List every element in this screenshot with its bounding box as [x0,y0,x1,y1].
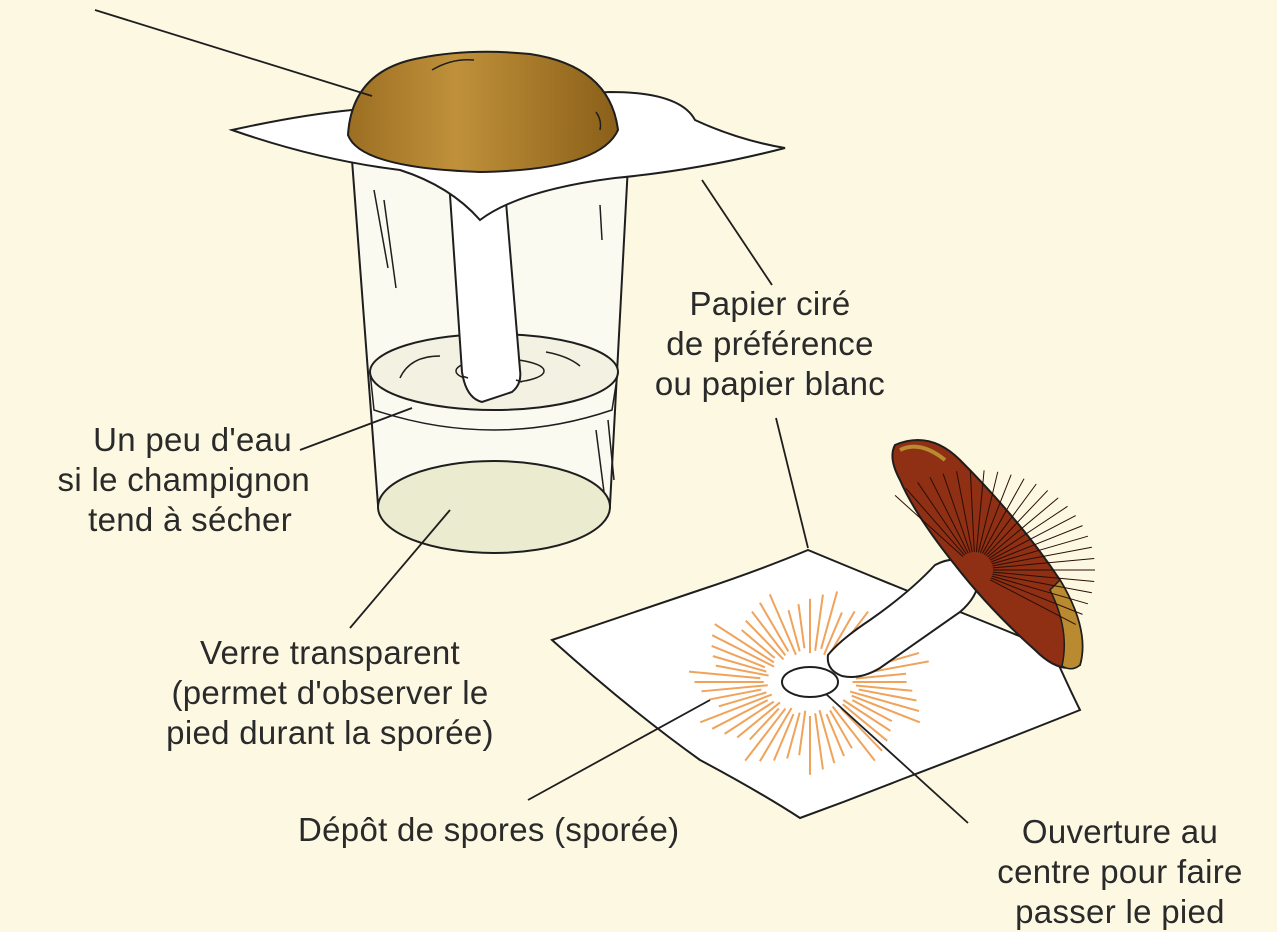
label-opening-line-2: centre pour faire [975,852,1265,892]
leader-deposit [528,700,710,800]
label-deposit-line-1: Dépôt de spores (sporée) [298,810,679,850]
central-opening [782,667,838,697]
label-water-line-1: Un peu d'eau [10,420,310,460]
mushroom-cap [348,52,618,172]
label-water-line-3: tend à sécher [10,500,310,540]
label-paper-line-1: Papier ciré [620,284,920,324]
leader-cap [95,10,372,96]
glass-bottom [378,461,610,553]
label-opening-line-1: Ouverture au [975,812,1265,852]
label-paper-line-3: ou papier blanc [620,364,920,404]
label-glass-line-3: pied durant la sporée) [140,713,520,753]
label-paper-line-2: de préférence [620,324,920,364]
label-glass-line-2: (permet d'observer le [140,673,520,713]
label-deposit: Dépôt de spores (sporée) [298,810,679,850]
label-opening-line-3: passer le pied [975,892,1265,932]
label-water-line-2: si le champignon [10,460,310,500]
leader-paper-top [702,180,772,285]
label-glass: Verre transparent (permet d'observer le … [140,633,520,753]
leader-paper-bottom [776,418,808,548]
label-opening: Ouverture au centre pour faire passer le… [975,812,1265,932]
label-paper: Papier ciré de préférence ou papier blan… [620,284,920,404]
spore-print-group [552,440,1095,818]
label-glass-line-1: Verre transparent [140,633,520,673]
label-water: Un peu d'eau si le champignon tend à séc… [10,420,310,540]
